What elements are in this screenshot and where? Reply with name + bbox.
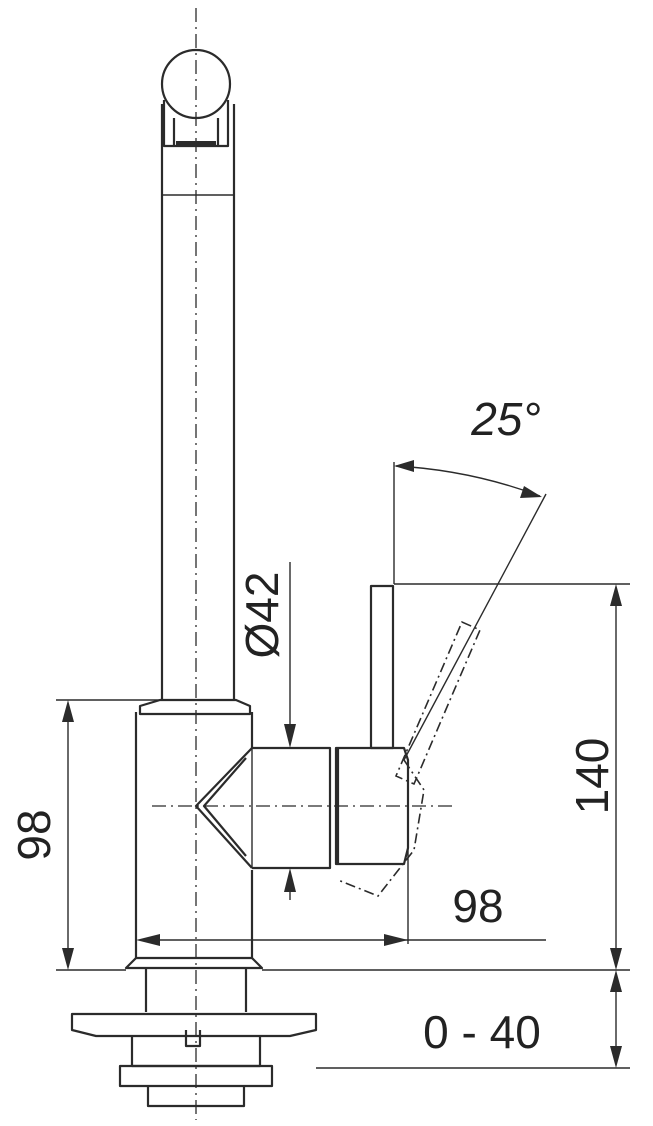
dim-lever-angle	[393, 460, 547, 761]
dim-body-height-label: 98	[8, 809, 60, 860]
spout-tube	[160, 104, 236, 700]
body-collar	[138, 698, 252, 716]
dim-spout-depth	[136, 790, 546, 946]
dim-lever-angle-label: 25°	[470, 393, 541, 445]
dim-lever-height	[262, 583, 630, 971]
spout-head	[160, 48, 232, 148]
dim-diameter	[284, 562, 296, 900]
dim-lever-height-label: 140	[566, 738, 618, 815]
dim-worktop-label: 0 - 40	[423, 1006, 541, 1058]
dim-worktop	[316, 970, 630, 1069]
mixer-body	[124, 712, 264, 970]
dim-diameter-label: Ø42	[236, 572, 288, 659]
lever-handle	[369, 584, 395, 750]
cartridge-housing	[194, 746, 332, 870]
threaded-shank	[70, 968, 318, 1108]
dim-spout-depth-label: 98	[452, 880, 503, 932]
lever-handle-rotated	[337, 620, 482, 897]
dim-body-height	[56, 699, 160, 971]
